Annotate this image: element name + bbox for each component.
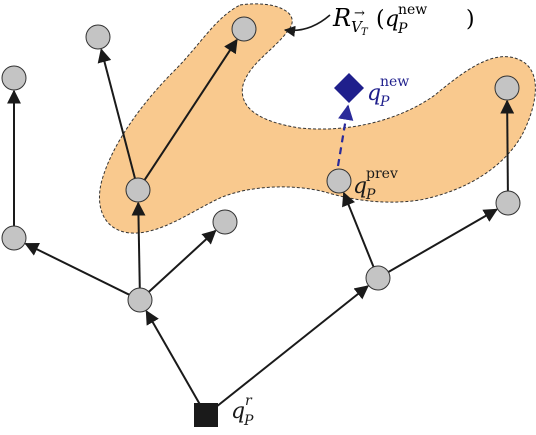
prev-label-sup: prev — [366, 166, 398, 182]
tree-edge — [387, 208, 498, 273]
new-label-q: q — [367, 81, 381, 106]
tree-edges — [6, 38, 515, 409]
tree-edge — [143, 38, 238, 181]
gray-circle-icon — [85, 24, 111, 50]
region-label-q-sup: new — [398, 2, 427, 18]
tree-edge — [148, 229, 217, 293]
gray-circle-icon — [494, 75, 520, 101]
gray-circle-icon — [127, 287, 153, 313]
tree-edge — [342, 191, 375, 268]
tree-nodes — [1, 16, 521, 313]
gray-circle-icon — [1, 65, 27, 91]
prev-label-q: q — [353, 174, 367, 199]
region-label-q-sub: P — [397, 21, 408, 37]
tree-edge — [214, 285, 369, 409]
gray-circle-icon — [365, 265, 391, 291]
gray-circle-icon — [231, 16, 257, 42]
tree-edge — [131, 201, 146, 289]
new-label-sup: new — [380, 74, 409, 90]
black-square-icon — [194, 403, 218, 427]
root-label-sup: r — [245, 393, 253, 409]
tree-edge — [500, 99, 515, 192]
tree-edge — [24, 242, 130, 296]
root-label-sub: P — [243, 413, 254, 429]
root-label: q P r — [231, 393, 254, 429]
region-label-pointer — [283, 14, 331, 37]
region-label-paren-close: ) — [466, 7, 475, 32]
gray-circle-icon — [125, 177, 151, 203]
region-label-arrow: → — [354, 6, 365, 21]
region-label-subsub: T — [361, 27, 369, 38]
extension-edge — [336, 104, 354, 167]
gray-circle-icon — [212, 209, 238, 235]
region-label-paren-open: ( — [376, 7, 385, 32]
tree-edge — [97, 48, 136, 179]
reachable-region — [98, 3, 536, 234]
new-label-sub: P — [379, 94, 390, 110]
diamond-icon — [334, 73, 364, 103]
prev-label: q P prev — [353, 166, 398, 203]
region-label-script: R — [332, 4, 351, 32]
tree-edge — [145, 310, 201, 406]
region-label: R V T → ( q P new ) — [332, 2, 475, 38]
region-label-sub: V — [351, 18, 364, 36]
gray-circle-icon — [326, 168, 352, 194]
gray-circle-icon — [495, 190, 521, 216]
prev-label-sub: P — [365, 187, 376, 203]
root-label-q: q — [231, 399, 245, 424]
new-label: q P new — [367, 74, 409, 110]
gray-circle-icon — [1, 225, 27, 251]
region-label-q: q — [385, 7, 399, 32]
